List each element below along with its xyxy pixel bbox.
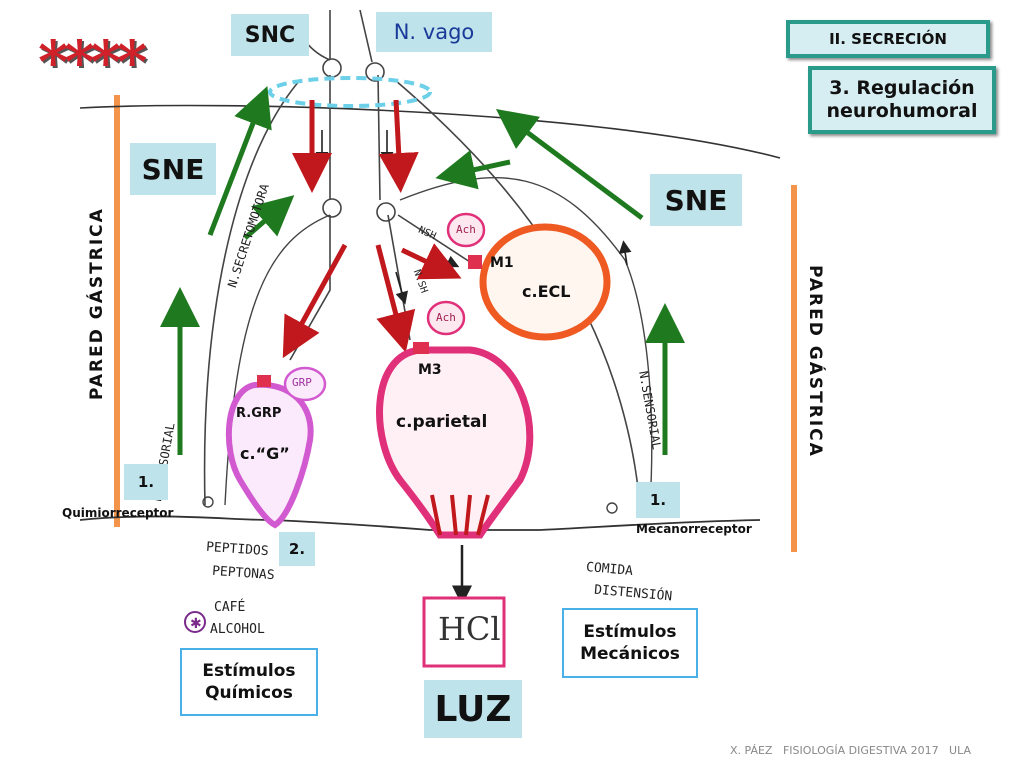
neuron-body-4 <box>376 202 396 222</box>
luz-label: LUZ <box>434 688 512 730</box>
arrow-black-5 <box>618 240 632 266</box>
ecl-label: c.ECL <box>522 282 571 301</box>
step-quimio-label: 1. <box>137 473 155 491</box>
section-box: II. SECRECIÓN <box>786 20 990 58</box>
pared-right-label: PARED GÁSTRICA <box>805 265 825 458</box>
arrow-green-2 <box>207 86 272 236</box>
arrow-red-2 <box>378 99 419 193</box>
quimicos-label: Estímulos Químicos <box>202 660 296 703</box>
n-vago-label: N. vago <box>393 20 475 44</box>
grp-blob-label: GRP <box>292 376 312 389</box>
arrow-green-4 <box>435 150 511 190</box>
inner-arc-right <box>399 176 653 506</box>
grp-blob <box>283 366 327 402</box>
m1-receptor <box>468 255 482 269</box>
chem-hand-3: CAFÉ <box>214 600 246 615</box>
g-cell-label: c.“G” <box>240 444 290 463</box>
snc-label: SNC <box>244 22 296 48</box>
step-two-label: 2. <box>288 540 306 558</box>
footer: X. PÁEZ FISIOLOGÍA DIGESTIVA 2017 ULA <box>730 744 972 757</box>
arrow-green-5 <box>495 109 644 221</box>
g-cell <box>225 381 314 529</box>
asterisk-glyph-icon: ✱ <box>190 616 202 632</box>
sne-left-label: SNE <box>141 152 205 186</box>
asterisk-circle-icon <box>184 611 206 633</box>
wall-bar-right <box>791 185 797 552</box>
arrow-black-3 <box>395 271 408 305</box>
arrow-red-5 <box>400 243 462 280</box>
n-vago-box: N. vago <box>376 12 492 52</box>
mecano-ending <box>606 502 618 514</box>
arrow-black-6 <box>455 173 477 187</box>
pared-left-label: PARED GÁSTRICA <box>87 207 107 400</box>
ach-blob-1 <box>446 212 486 248</box>
arrow-green-3 <box>243 195 295 240</box>
sne-right-box: SNE <box>650 174 742 226</box>
sne-left-box: SNE <box>130 143 216 195</box>
boundary-line <box>79 104 781 159</box>
step-mecano-box: 1. <box>636 482 680 518</box>
snc-box: SNC <box>231 14 309 56</box>
quimio-label: Quimiorreceptor <box>62 506 174 520</box>
rgrp-label: R.GRP <box>236 406 282 421</box>
arrow-red-4 <box>375 244 416 353</box>
hcl-label: HCl <box>438 610 501 648</box>
sne-right-label: SNE <box>664 183 728 217</box>
hcl-box <box>422 596 506 668</box>
subsection-label: 3. Regulación neurohumoral <box>826 77 978 122</box>
neuron-body-3 <box>365 62 385 82</box>
luz-box: LUZ <box>424 680 522 738</box>
neuron-body-1 <box>322 58 342 78</box>
quimicos-box: Estímulos Químicos <box>180 648 318 716</box>
parietal-label: c.parietal <box>396 412 488 432</box>
mucosa-line <box>79 515 761 531</box>
sensory-arc-left <box>203 79 301 506</box>
stars: **** <box>38 28 147 96</box>
step-quimio-box: 1. <box>124 464 168 500</box>
canaliculi <box>430 494 490 536</box>
ach-blob-2 <box>426 300 466 336</box>
vagus-ring <box>268 76 432 108</box>
section-label: II. SECRECIÓN <box>829 30 947 48</box>
m1-label: M1 <box>490 255 514 271</box>
grp-receptor <box>257 375 271 387</box>
nerve-left <box>289 10 331 361</box>
quimio-ending <box>202 496 214 508</box>
neuron-body-2 <box>322 198 342 218</box>
mecanicos-box: Estímulos Mecánicos <box>562 608 698 678</box>
wall-bar-left <box>114 95 120 527</box>
chem-hand-4: ALCOHOL <box>210 622 265 637</box>
step-mecano-label: 1. <box>649 491 667 509</box>
m3-label: M3 <box>418 362 442 378</box>
ach-label-1: Ach <box>456 223 476 236</box>
ecl-cell <box>479 223 611 341</box>
m3-receptor <box>413 342 429 354</box>
ach-label-2: Ach <box>436 311 456 324</box>
subsection-box: 3. Regulación neurohumoral <box>808 66 996 134</box>
arrow-red-3 <box>282 243 348 359</box>
nerve-right <box>359 9 411 341</box>
mecanicos-label: Estímulos Mecánicos <box>580 621 680 664</box>
mecano-label: Mecanorreceptor <box>636 522 752 536</box>
step-two-box: 2. <box>279 532 315 566</box>
